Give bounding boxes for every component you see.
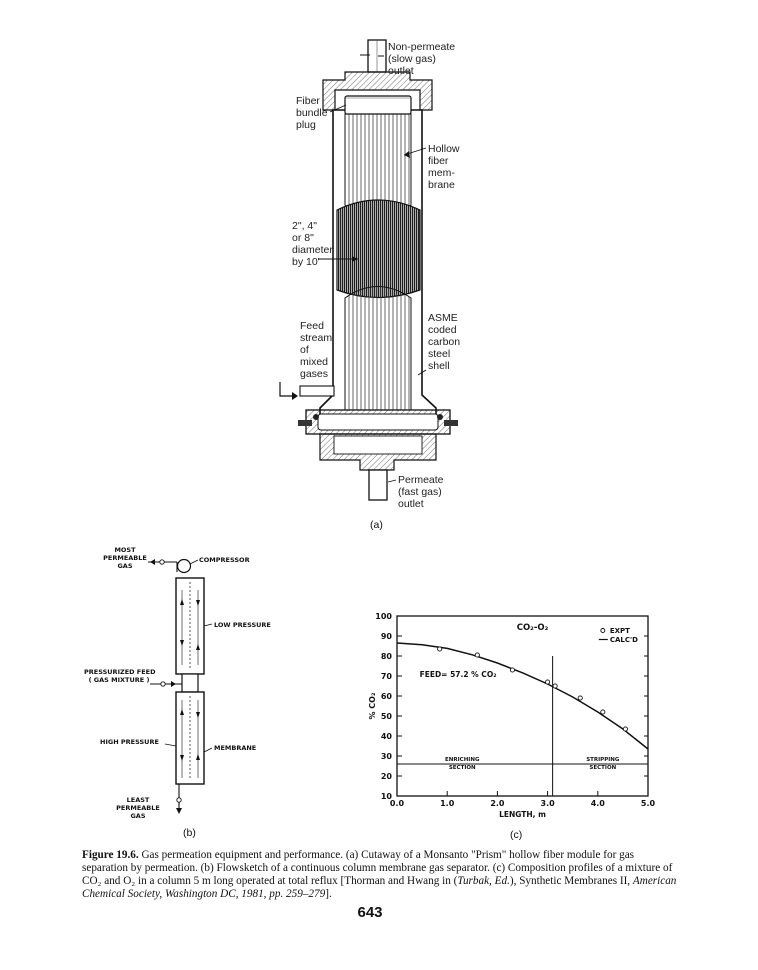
y-tick-label: 10: [381, 792, 393, 801]
figure-b-letter: (b): [183, 827, 196, 839]
expt-data-point: [622, 726, 628, 732]
expt-data-point: [437, 646, 443, 652]
x-tick-label: 2.0: [490, 799, 505, 808]
caption-italic-publisher: American Chemical Society, Washington DC…: [82, 875, 677, 900]
caption-text-3: ].: [325, 888, 332, 900]
label-high-pressure: HIGH PRESSURE: [100, 738, 159, 746]
label-compressor: COMPRESSOR: [199, 556, 250, 564]
y-tick-label: 100: [375, 612, 392, 621]
y-tick-label: 30: [381, 752, 393, 761]
label-low-pressure: LOW PRESSURE: [214, 621, 271, 629]
module-cutaway-drawing: [279, 39, 458, 501]
figure-c-letter: (c): [510, 829, 523, 841]
expt-data-point: [600, 709, 606, 715]
y-tick-label: 90: [381, 632, 393, 641]
figure-a-letter: (a): [370, 519, 383, 531]
x-tick-label: 0.0: [390, 799, 405, 808]
label-hollow-fiber-membrane: Hollow fiber mem- brane: [428, 143, 460, 191]
label-most-permeable-gas: MOST PERMEABLE GAS: [103, 546, 147, 570]
page-number: 643: [357, 904, 383, 921]
label-pressurized-feed: PRESSURIZED FEED ( GAS MIXTURE ): [84, 668, 156, 684]
legend-label-expt: EXPT: [610, 627, 630, 635]
expt-data-point: [577, 695, 583, 701]
plot-frame: [396, 615, 649, 797]
label-fiber-bundle-plug: Fiber bundle plug: [296, 95, 328, 131]
column-flowsketch: [148, 558, 213, 814]
caption-italic-editor: Turbak, Ed.: [457, 875, 510, 887]
legend-label-calcd: CALC'D: [610, 636, 638, 644]
x-tick-label: 5.0: [641, 799, 656, 808]
caption-text-2: ), Synthetic Membranes II,: [509, 875, 633, 887]
x-tick-label: 3.0: [541, 799, 556, 808]
y-tick-label: 40: [381, 732, 393, 741]
label-asme-shell: ASME coded carbon steel shell: [428, 312, 461, 372]
enriching-label-1: ENRICHING: [445, 757, 480, 763]
y-tick-label: 80: [381, 652, 393, 661]
label-non-permeate-outlet: Non-permeate (slow gas) outlet: [388, 41, 456, 77]
y-tick-label: 50: [381, 712, 393, 721]
label-diameter: 2", 4" or 8" diameter by 10': [292, 220, 333, 268]
expt-data-point: [474, 652, 480, 658]
legend-marker-expt: [600, 628, 606, 633]
caption-figure-label: Figure 19.6.: [82, 849, 139, 861]
label-permeate-outlet: Permeate (fast gas) outlet: [398, 474, 444, 510]
chart-title: CO₂-O₂: [517, 623, 549, 633]
expt-data-point: [545, 679, 551, 685]
stripping-label-2: SECTION: [589, 765, 616, 771]
label-least-permeable-gas: LEAST PERMEABLE GAS: [116, 796, 160, 820]
feed-annotation: FEED= 57.2 % CO₂: [420, 670, 497, 679]
y-tick-label: 20: [381, 772, 393, 781]
x-tick-label: 1.0: [440, 799, 455, 808]
label-membrane: MEMBRANE: [214, 744, 257, 752]
calcd-series-line: [396, 642, 649, 750]
composition-profile-chart: 10 20 30 40 50 60 70 80 90 100 0.0 1.0 2.0 3.0 4.0 5.0L…: [368, 612, 656, 819]
y-tick-label: 60: [381, 692, 393, 701]
expt-data-point: [509, 667, 516, 673]
label-feed-stream: Feed stream of mixed gases: [300, 320, 333, 380]
enriching-label-2: SECTION: [449, 765, 476, 771]
stripping-label-1: STRIPPING: [586, 757, 620, 763]
x-axis-label: LENGTH, m: [499, 810, 546, 819]
y-tick-label: 70: [381, 672, 393, 681]
figure-caption: Figure 19.6. Gas permeation equipment an…: [82, 849, 682, 901]
expt-data-point: [552, 683, 558, 689]
caption-text-1: Gas permeation equipment and performance…: [82, 849, 673, 887]
x-tick-label: 4.0: [591, 799, 606, 808]
y-axis-label: % CO₂: [368, 692, 377, 719]
